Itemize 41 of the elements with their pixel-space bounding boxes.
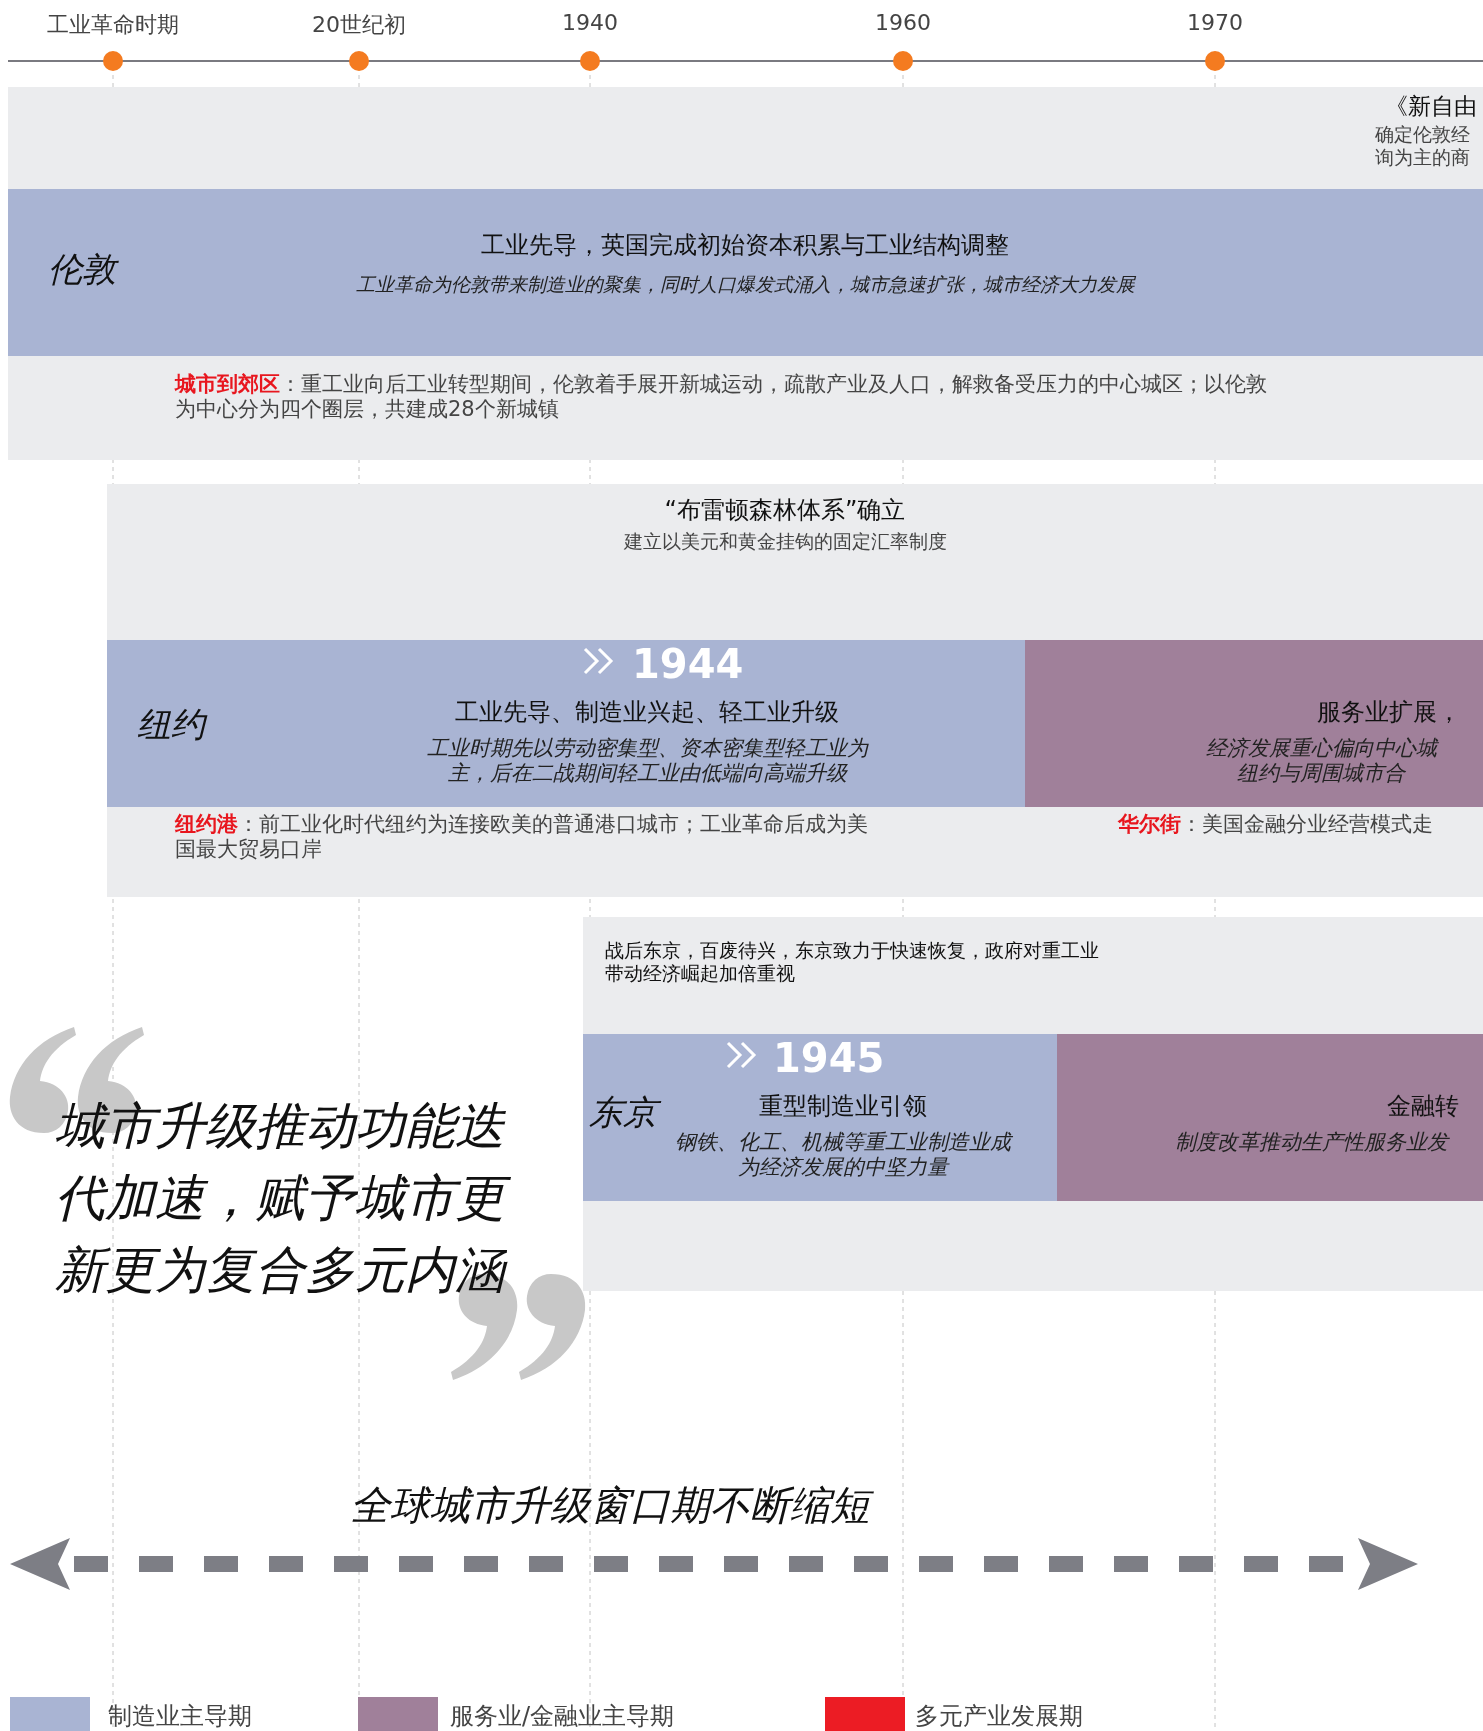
- band-heading: 重型制造业引领: [758, 1092, 928, 1121]
- event-note: 纽约港：前工业化时代纽约为连接欧美的普通港口城市；工业革命后成为美国最大贸易口岸: [175, 812, 869, 863]
- event-note: 确定伦敦经询为主的商: [1375, 123, 1471, 169]
- quote-text: 城市升级推动功能迭代加速，赋予城市更新更为复合多元内涵: [55, 1090, 535, 1306]
- event-note: 城市到郊区：重工业向后工业转型期间，伦敦着手展开新城运动，疏散产业及人口，解救备受压力的中心城区；以伦敦为中心分为四个圈层，共建成28个新城镇: [175, 372, 1268, 423]
- timeline-label: 工业革命时期: [47, 11, 179, 39]
- event-heading: “布雷顿森林体系”确立: [663, 496, 907, 525]
- finance-era-band: [1057, 1034, 1483, 1201]
- timeline-label: 1940: [562, 10, 618, 35]
- manufacturing-era-band: [107, 640, 1025, 807]
- band-description: 工业革命为伦敦带来制造业的聚集，同时人口爆发式涌入，城市急速扩张，城市经济大力发展: [354, 273, 1137, 296]
- event-note: 建立以美元和黄金挂钩的固定汇率制度: [622, 530, 948, 553]
- band-heading: 工业先导、制造业兴起、轻工业升级: [454, 698, 840, 727]
- event-note: 战后东京，百废待兴，东京致力于快速恢复，政府对重工业带动经济崛起加倍重视: [605, 939, 1100, 985]
- manufacturing-era-band: [583, 1034, 1057, 1201]
- timeline-label: 1970: [1187, 10, 1243, 35]
- timeline-label: 1960: [875, 10, 931, 35]
- band-description: 制度改革推动生产性服务业发: [1175, 1130, 1451, 1156]
- timeline-label: 20世纪初: [312, 11, 406, 39]
- era-panel: [583, 917, 1483, 1291]
- section-title: 全球城市升级窗口期不断缩短: [350, 1478, 950, 1533]
- finance-era-band: [1025, 640, 1483, 807]
- event-note: 华尔街：美国金融分业经营模式走: [1118, 812, 1434, 838]
- city-name: 纽约: [137, 704, 247, 745]
- year-label: 1944: [632, 640, 745, 688]
- city-name: 伦敦: [48, 249, 168, 290]
- legend-label: 制造业主导期: [108, 1701, 252, 1731]
- band-description: 经济发展重心偏向中心城纽约与周围城市合: [1204, 736, 1439, 787]
- band-heading: 金融转: [1387, 1092, 1460, 1121]
- city-name: 东京: [589, 1092, 679, 1133]
- era-panel: [8, 87, 1483, 460]
- band-description: 工业时期先以劳动密集型、资本密集型轻工业为主，后在二战期间轻工业由低端向高端升级: [425, 736, 870, 787]
- legend-label: 服务业/金融业主导期: [450, 1701, 675, 1731]
- event-heading: 《新自由: [1385, 93, 1478, 121]
- legend-label: 多元产业发展期: [915, 1701, 1083, 1731]
- band-heading: 服务业扩展，: [1317, 698, 1462, 727]
- era-panel: [107, 484, 1483, 897]
- manufacturing-era-band: [8, 189, 1483, 356]
- band-heading: 工业先导，英国完成初始资本积累与工业结构调整: [480, 231, 1010, 260]
- year-label: 1945: [773, 1034, 886, 1082]
- band-description: 钢铁、化工、机械等重工业制造业成为经济发展的中坚力量: [675, 1130, 1011, 1181]
